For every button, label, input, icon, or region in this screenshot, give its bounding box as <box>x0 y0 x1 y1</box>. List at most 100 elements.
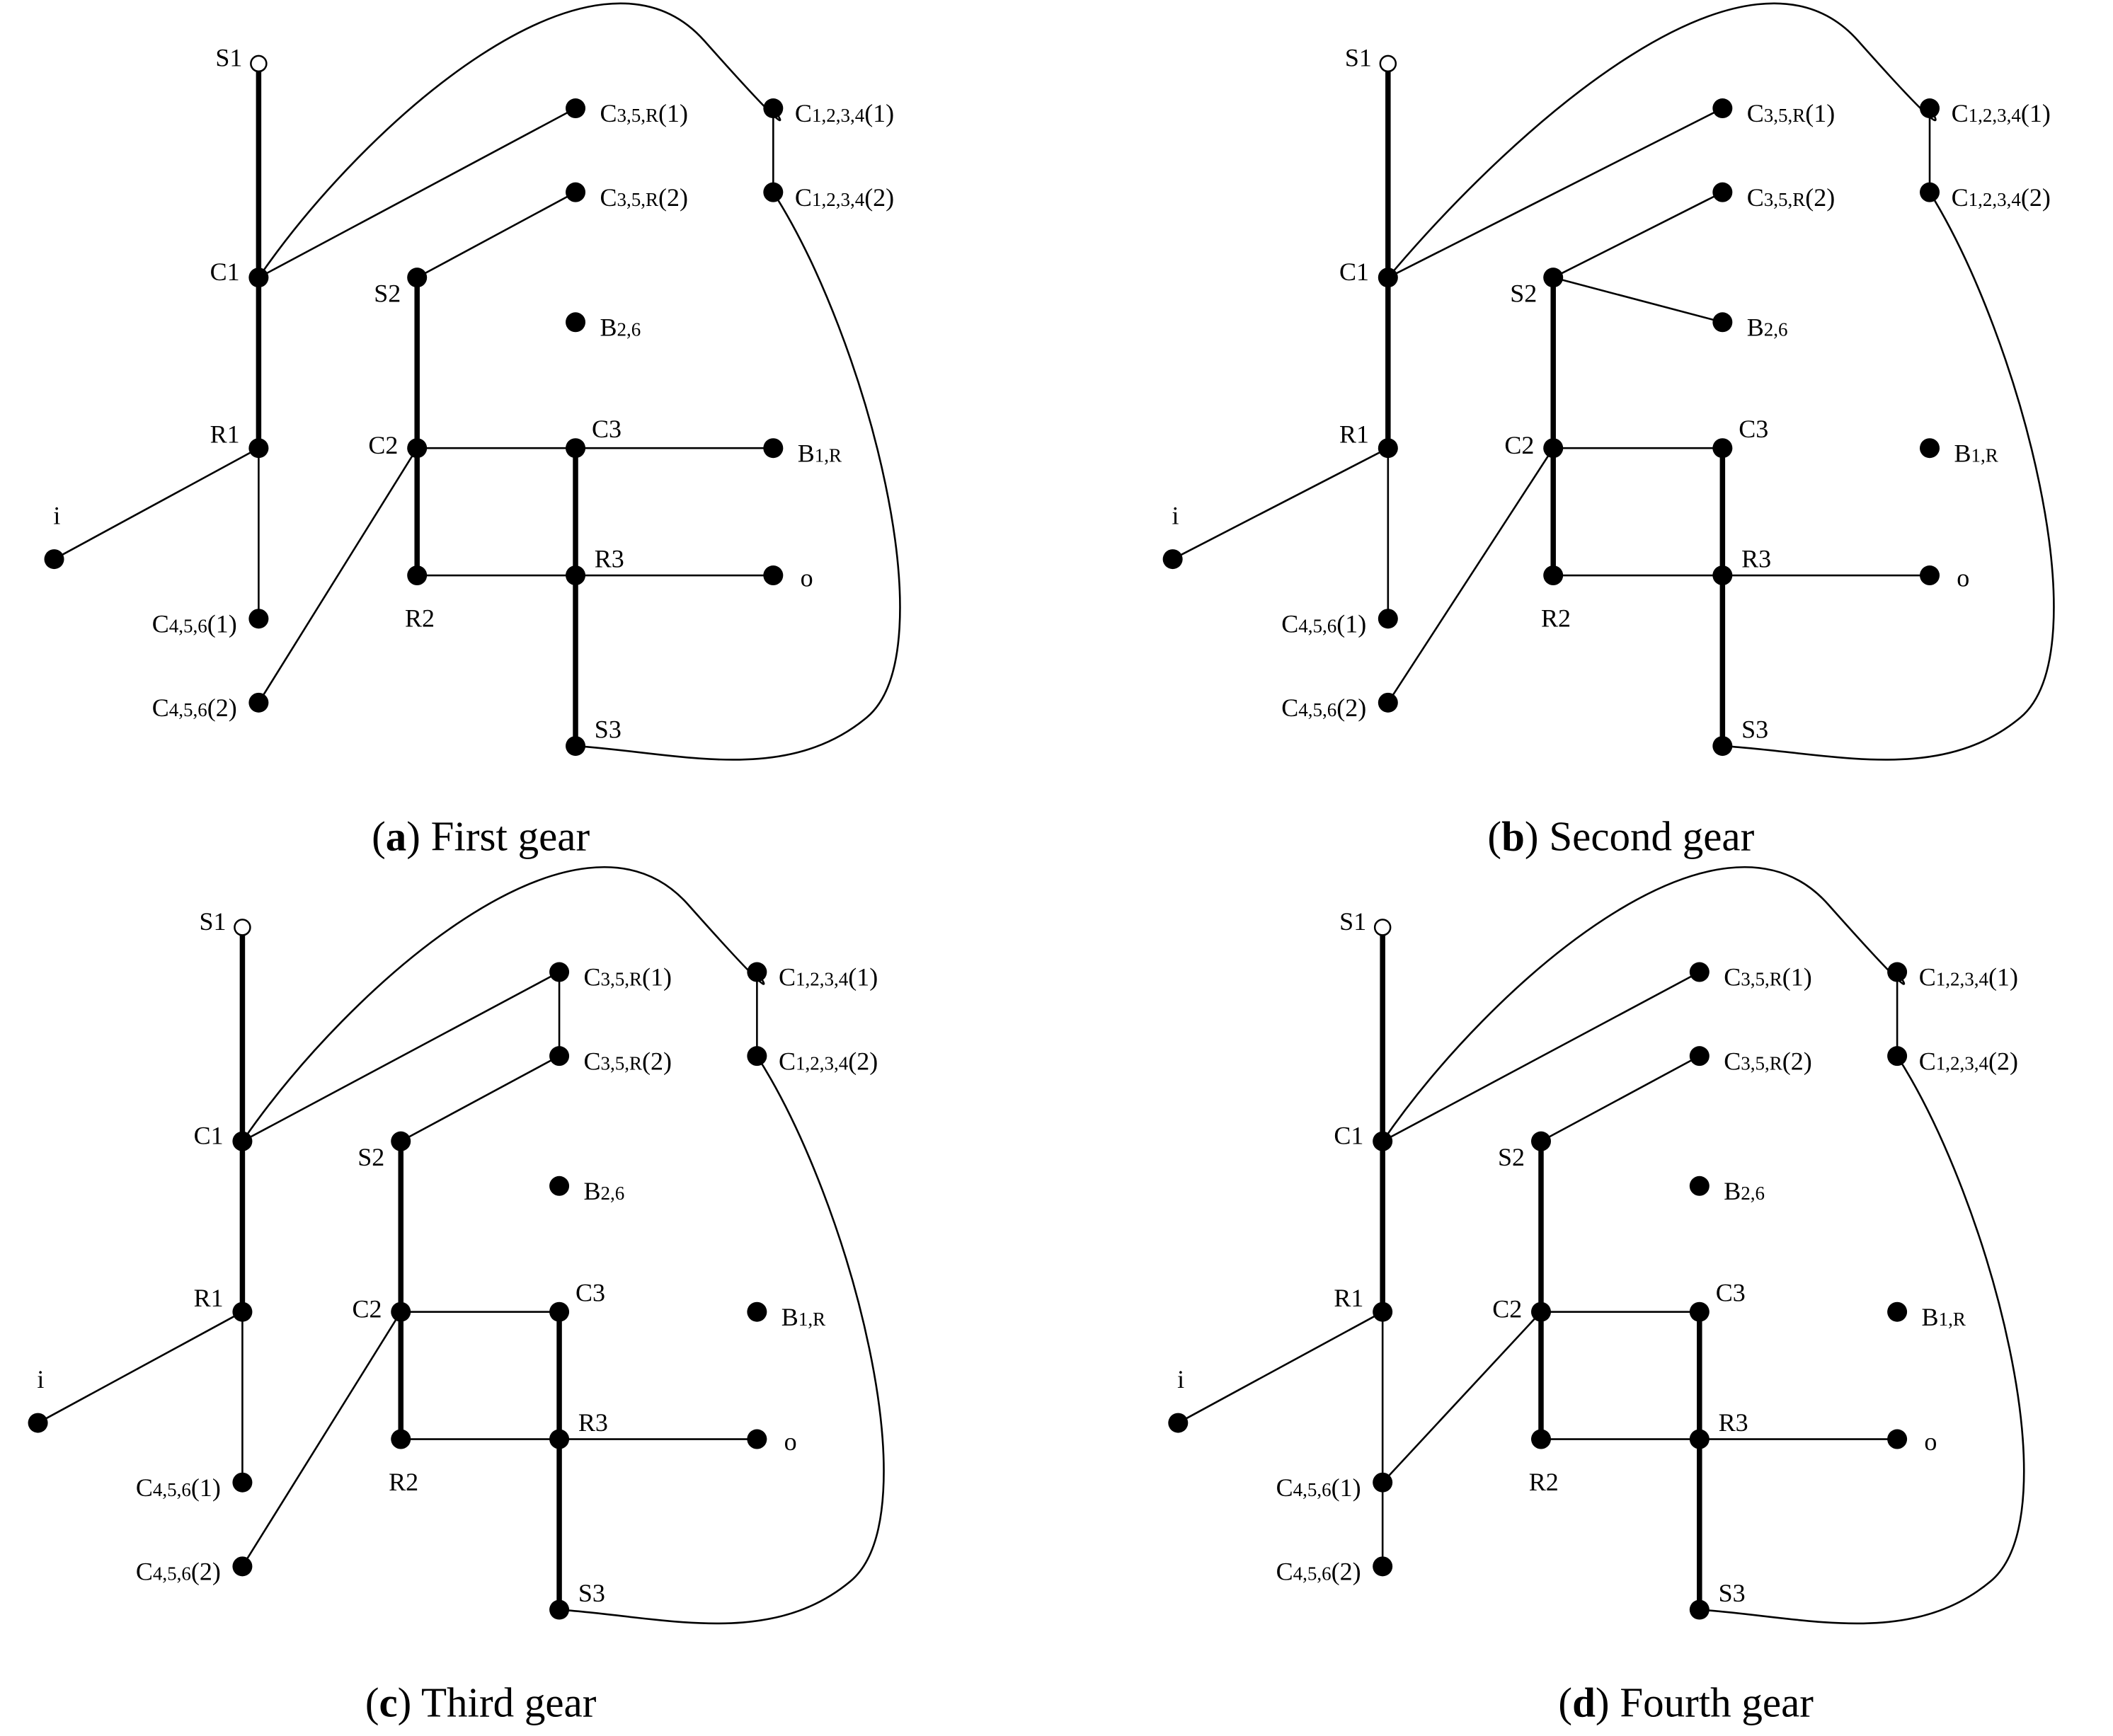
node-label-main: C1 <box>210 258 240 286</box>
node-label-subscript: 1,2,3,4 <box>1936 1052 1989 1074</box>
panel-d-edges <box>1177 866 2025 1625</box>
node-R2 <box>1530 1429 1551 1449</box>
node-label-main: R1 <box>1339 420 1369 449</box>
node-label-subscript: 4,5,6 <box>1293 1479 1332 1500</box>
node-label-suffix: (2) <box>1782 1047 1812 1075</box>
node-label-main: C <box>1281 609 1298 638</box>
node-label-suffix: (1) <box>864 99 894 127</box>
node-label-subscript: 3,5,R <box>1741 969 1782 990</box>
node-B1R <box>1887 1301 1908 1322</box>
node-label-C35R_2: C3,5,R(2) <box>584 1047 672 1075</box>
node-label-main: R1 <box>1334 1284 1363 1312</box>
node-label-S2: S2 <box>357 1143 384 1171</box>
node-label-S1: S1 <box>1339 907 1366 936</box>
edge-C1234_2-S3 <box>558 1054 885 1625</box>
node-label-main: o <box>801 563 813 592</box>
node-S2 <box>391 1131 411 1151</box>
node-label-R2: R2 <box>389 1468 418 1496</box>
node-S2 <box>1543 268 1564 288</box>
caption-close-paren: ) <box>1525 812 1539 859</box>
edge-C1-C35R_1 <box>241 971 561 1142</box>
node-label-suffix: (1) <box>642 963 672 991</box>
node-S3 <box>1712 736 1733 757</box>
node-label-o: o <box>784 1427 797 1456</box>
node-R3 <box>1712 565 1733 586</box>
node-label-main: B <box>1954 439 1971 467</box>
node-label-R1: R1 <box>194 1284 224 1312</box>
node-label-main: C <box>1952 99 1969 127</box>
panel-b-nodes: S1C1R1iC4,5,6(1)C4,5,6(2)S2C2R2C3R3S3C3,… <box>1162 44 2051 757</box>
node-label-main: C <box>1281 694 1298 722</box>
node-label-main: C <box>1919 963 1936 991</box>
node-o <box>1887 1429 1908 1449</box>
node-label-main: B <box>1724 1177 1741 1205</box>
node-label-main: C <box>152 694 169 722</box>
node-label-suffix: (2) <box>848 1047 878 1075</box>
node-C1234_1 <box>747 962 767 982</box>
node-label-main: B <box>584 1177 601 1205</box>
node-label-S2: S2 <box>374 280 401 308</box>
panel-a-caption: (a) First gear <box>372 812 590 859</box>
node-C35R_2 <box>1689 1046 1710 1067</box>
node-label-S2: S2 <box>1510 280 1537 308</box>
edge-C2-C456_1 <box>1381 1311 1542 1484</box>
node-label-B1R: B1,R <box>1922 1303 1966 1331</box>
caption-text: Second gear <box>1539 812 1755 859</box>
caption-text: First gear <box>420 812 590 859</box>
node-label-suffix: (1) <box>658 99 688 127</box>
node-label-R1: R1 <box>1339 420 1369 449</box>
node-label-suffix: (1) <box>1336 609 1366 638</box>
node-label-suffix: (2) <box>1988 1047 2018 1075</box>
node-label-suffix: (2) <box>191 1557 221 1585</box>
node-label-main: C3 <box>1716 1278 1746 1306</box>
node-label-main: C <box>152 609 169 638</box>
edge-C2-C456_2 <box>1387 447 1554 704</box>
node-label-C1234_2: C1,2,3,4(2) <box>795 183 894 212</box>
node-label-main: o <box>1957 563 1969 592</box>
node-C456_1 <box>232 1472 253 1493</box>
node-label-C35R_1: C3,5,R(1) <box>584 963 672 991</box>
node-label-main: i <box>53 501 60 529</box>
node-label-S3: S3 <box>1719 1579 1746 1607</box>
node-label-main: B <box>1922 1303 1939 1331</box>
caption-text: Third gear <box>411 1679 596 1726</box>
caption-open-paren: ( <box>365 1679 379 1726</box>
node-label-i: i <box>37 1365 44 1393</box>
node-label-R1: R1 <box>210 420 240 449</box>
node-C1234_1 <box>1887 962 1908 982</box>
node-label-R2: R2 <box>1529 1468 1559 1496</box>
node-label-subscript: 1,R <box>1939 1309 1966 1330</box>
node-B1R <box>747 1301 767 1322</box>
node-label-subscript: 1,R <box>798 1309 825 1330</box>
node-label-B1R: B1,R <box>1954 439 1998 467</box>
node-label-C3: C3 <box>1739 415 1768 443</box>
node-C456_1 <box>1373 1472 1393 1493</box>
node-i <box>44 549 64 570</box>
node-C35R_1 <box>1689 962 1710 982</box>
caption-letter: d <box>1572 1679 1596 1726</box>
node-S3 <box>1689 1599 1710 1620</box>
node-S1 <box>234 919 251 936</box>
panel-b-edges <box>1172 2 2055 761</box>
caption-letter: c <box>379 1679 397 1726</box>
node-label-main: C <box>1724 1047 1741 1075</box>
node-B26 <box>549 1175 570 1196</box>
node-label-S1: S1 <box>1345 44 1372 72</box>
node-label-subscript: 2,6 <box>1764 318 1788 340</box>
node-S2 <box>407 268 428 288</box>
node-label-R2: R2 <box>1541 604 1571 633</box>
node-B26 <box>566 312 586 333</box>
node-label-main: C <box>795 99 812 127</box>
node-label-C3: C3 <box>592 415 622 443</box>
node-label-B1R: B1,R <box>781 1303 825 1331</box>
edge-R1-i <box>53 447 260 561</box>
node-label-C3: C3 <box>1716 1278 1746 1306</box>
node-label-B26: B2,6 <box>584 1177 625 1205</box>
node-label-subscript: 1,R <box>815 444 842 466</box>
node-label-main: S1 <box>1339 907 1366 936</box>
node-o <box>747 1429 767 1449</box>
node-label-R2: R2 <box>405 604 435 633</box>
node-S1 <box>1373 919 1392 936</box>
node-label-subscript: 1,2,3,4 <box>812 189 865 210</box>
node-label-C456_1: C4,5,6(1) <box>136 1473 221 1502</box>
